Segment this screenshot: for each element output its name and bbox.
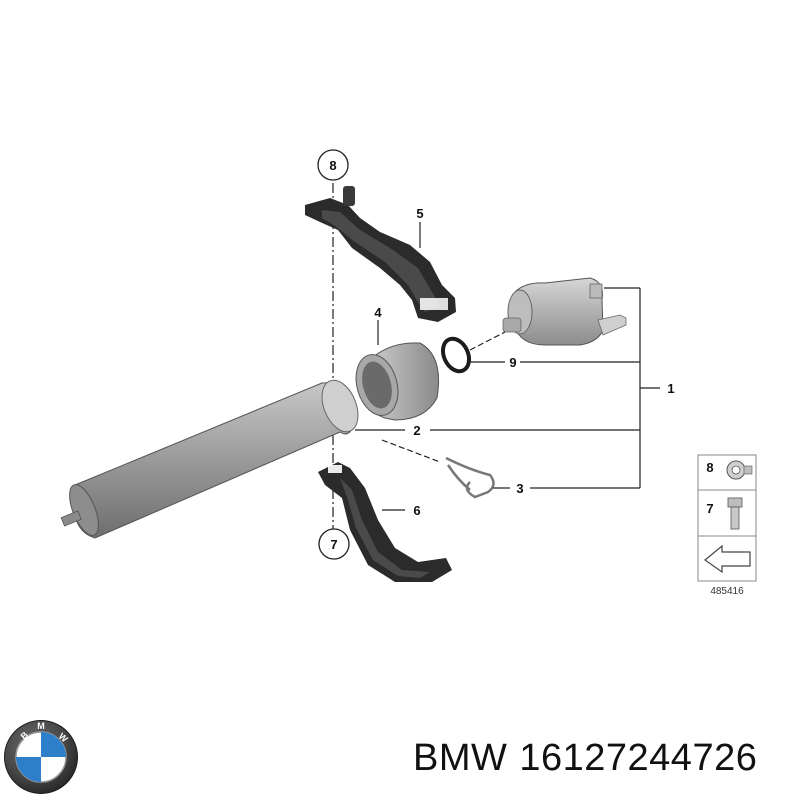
callout-1: 1: [667, 381, 674, 396]
fuel-filter: [60, 379, 359, 539]
legend-item-7-label: 7: [706, 501, 713, 516]
part-number: 16127244726: [519, 737, 758, 779]
sleeve-ring: [355, 342, 440, 421]
bolt-icon: [727, 497, 743, 530]
retaining-clip: [445, 456, 495, 499]
upper-bracket: [305, 186, 456, 322]
callout-circle-7: [318, 528, 350, 560]
callout-circle-7-label: 7: [330, 537, 337, 552]
callout-circle-8: [317, 149, 349, 181]
callout-5: 5: [416, 206, 423, 221]
leader-lines: [355, 222, 660, 511]
legend-item-8-label: 8: [706, 460, 713, 475]
svg-text:M: M: [37, 721, 45, 731]
callout-3: 3: [516, 481, 523, 496]
clip-nut-icon: [726, 460, 753, 480]
callout-2: 2: [413, 423, 420, 438]
direction-arrow-icon: [704, 544, 751, 574]
callout-circle-8-label: 8: [329, 158, 336, 173]
bmw-logo: B M W: [4, 720, 78, 794]
reference-number: 485416: [710, 586, 744, 597]
lower-bracket: [318, 462, 452, 582]
part-number-caption: BMW 16127244726: [413, 737, 769, 780]
callout-6: 6: [413, 503, 420, 518]
legend-panel: 8 7: [697, 454, 757, 582]
brand-name: BMW: [413, 737, 508, 779]
callout-9: 9: [509, 355, 516, 370]
o-ring: [440, 336, 472, 374]
callout-4: 4: [374, 305, 382, 320]
valve-element: [502, 277, 627, 346]
svg-text:B: B: [19, 729, 31, 741]
